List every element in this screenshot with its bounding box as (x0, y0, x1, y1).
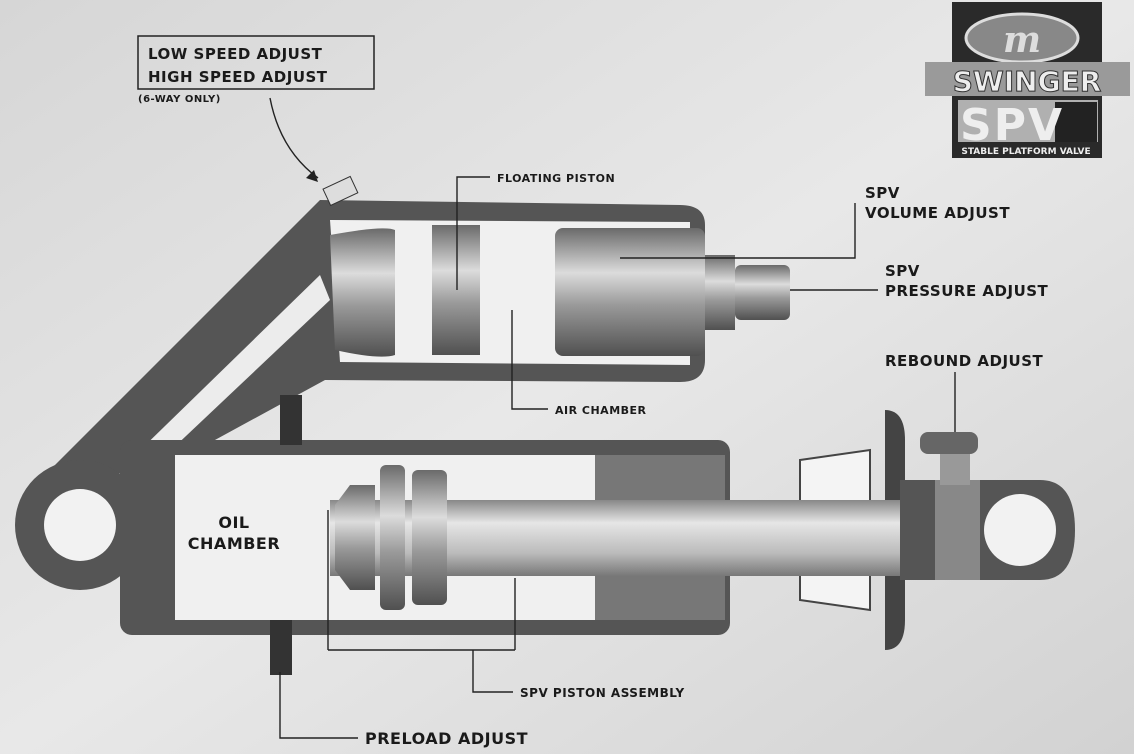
label-chamber: CHAMBER (188, 534, 280, 553)
label-floating-piston: FLOATING PISTON (497, 172, 615, 185)
label-pressure-adjust: PRESSURE ADJUST (885, 282, 1049, 300)
right-eyelet (984, 494, 1056, 566)
label-spv-pressure: SPV (885, 262, 920, 280)
label-air-chamber: AIR CHAMBER (555, 404, 647, 417)
label-spv-volume: SPV (865, 184, 900, 202)
label-low-speed-adjust: LOW SPEED ADJUST (148, 45, 323, 63)
upper-collar (280, 395, 302, 445)
floating-piston (432, 225, 480, 355)
reservoir (40, 175, 790, 480)
label-preload-adjust: PRELOAD ADJUST (365, 729, 528, 748)
spv-pressure-knob (735, 265, 790, 320)
preload-collar (270, 620, 292, 675)
svg-text:SWINGER: SWINGER (953, 65, 1102, 98)
label-oil: OIL (218, 513, 249, 532)
label-volume-adjust: VOLUME ADJUST (865, 204, 1010, 222)
label-high-speed-adjust: HIGH SPEED ADJUST (148, 68, 328, 86)
left-eyelet (44, 489, 116, 561)
svg-text:SPV: SPV (960, 100, 1064, 151)
arrow-speed-adjust (269, 97, 319, 179)
speed-adjust-label-box (137, 35, 375, 90)
speed-adjust-knob (322, 175, 359, 207)
label-spv-piston-assembly: SPV PISTON ASSEMBLY (520, 686, 685, 700)
spv-piston-disk (380, 465, 405, 610)
main-body (15, 395, 1075, 675)
swinger-spv-logo: m SWINGER SPV STABLE PLATFORM VALVE (925, 2, 1130, 158)
shaft (455, 500, 905, 576)
label-rebound-adjust: REBOUND ADJUST (885, 352, 1044, 370)
label-six-way-only: (6-WAY ONLY) (138, 94, 221, 105)
spv-valve-body (555, 228, 705, 356)
reservoir-end-cap (330, 228, 395, 357)
svg-text:m: m (1003, 19, 1041, 61)
svg-text:STABLE PLATFORM VALVE: STABLE PLATFORM VALVE (961, 147, 1090, 157)
rebound-knob (920, 432, 978, 454)
